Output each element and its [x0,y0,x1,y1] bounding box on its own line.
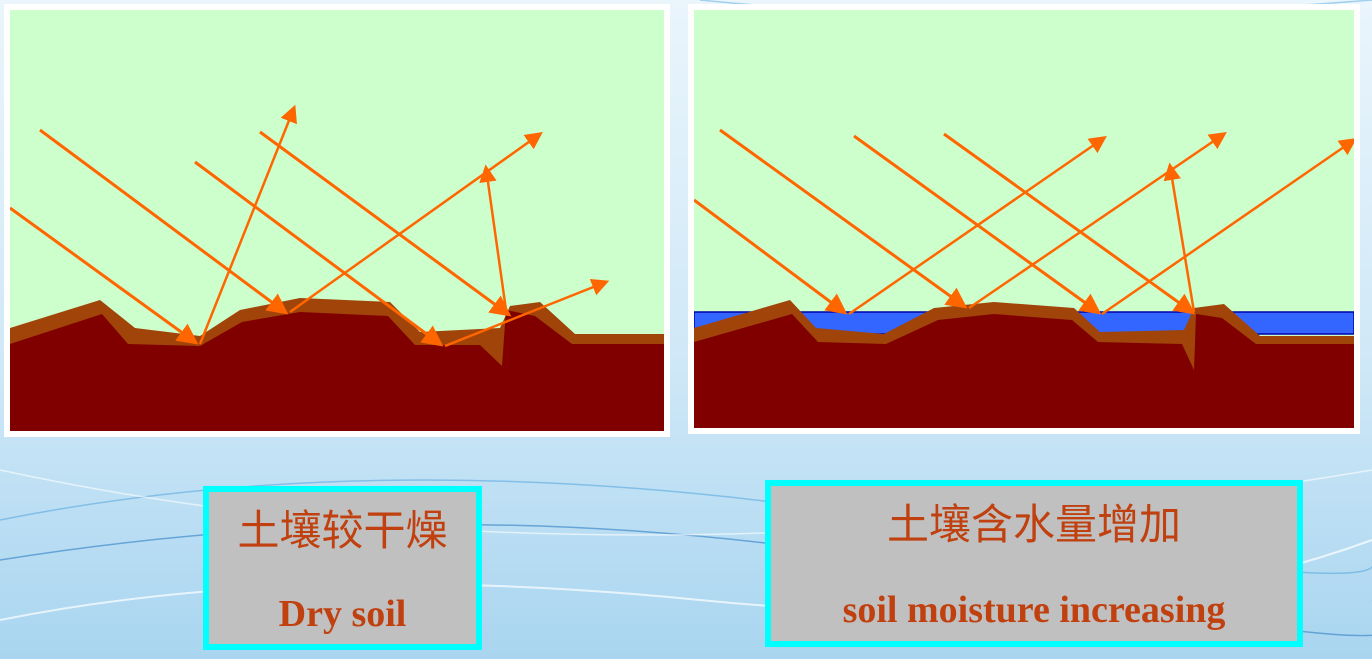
wet-soil-panel [688,4,1360,434]
incoming-rays [694,128,1196,315]
soil-body [10,310,664,431]
caption-english: soil moisture increasing [842,589,1226,631]
reflected-rays [198,104,610,348]
incoming-rays [10,128,512,347]
wet-soil-diagram [694,10,1354,428]
caption-english: Dry soil [278,593,407,635]
reflected-rays [848,132,1354,316]
dry-soil-caption: 土壤较干燥 Dry soil [203,486,482,650]
caption-chinese: 土壤较干燥 [237,509,448,555]
soil-body [694,314,1354,428]
dry-soil-panel [4,4,670,437]
wet-soil-caption: 土壤含水量增加 soil moisture increasing [765,480,1303,647]
caption-chinese: 土壤含水量增加 [886,503,1181,549]
dry-soil-diagram [10,10,664,431]
